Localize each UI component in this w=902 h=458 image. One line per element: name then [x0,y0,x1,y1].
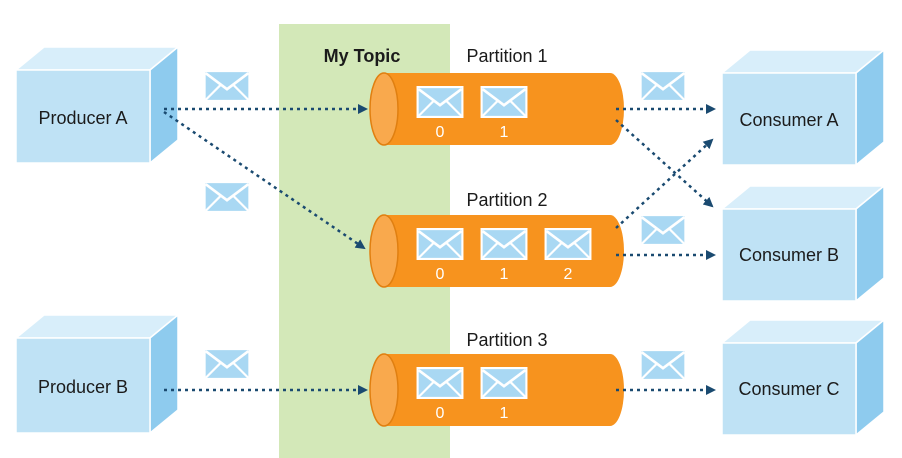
arrow-partition-1-to-consumer-b [615,119,714,208]
partition-2-offset-1: 1 [500,266,509,283]
partition-1-offset-0: 0 [436,124,445,141]
producer-b-box: Producer B [13,313,181,435]
arrow-producer-a-to-partition-2 [163,110,366,250]
message-envelope-icon [416,228,464,260]
topic-title: My Topic [324,46,401,66]
partition-3: Partition 3 0 1 [369,330,624,427]
message-envelope-icon [639,349,687,381]
partition-3-label: Partition 3 [466,330,547,350]
message-envelope-icon [416,86,464,118]
consumer-a-box: Consumer A [719,48,887,167]
partition-2-offset-0: 0 [436,266,445,283]
producer-b-label: Producer B [38,377,128,397]
arrow-partition-2-to-consumer-a [615,138,714,229]
consumer-c-label: Consumer C [738,379,839,399]
message-envelope-icon [480,86,528,118]
consumer-b-label: Consumer B [739,245,839,265]
message-envelope-icon [203,70,251,102]
message-envelope-icon [416,367,464,399]
partition-3-offset-0: 0 [436,405,445,422]
partition-2: Partition 2 0 1 2 [369,190,624,288]
message-envelope-icon [480,228,528,260]
message-envelope-icon [203,181,251,213]
producer-a-label: Producer A [38,108,127,128]
partition-1-label: Partition 1 [466,46,547,66]
partition-2-offset-2: 2 [564,266,573,283]
message-envelope-icon [203,348,251,380]
message-envelope-icon [480,367,528,399]
consumer-a-label: Consumer A [739,110,838,130]
consumer-c-box: Consumer C [719,318,887,437]
producer-a-box: Producer A [13,45,181,165]
partition-1: Partition 1 0 1 [369,46,624,146]
message-envelope-icon [639,70,687,102]
partition-2-label: Partition 2 [466,190,547,210]
consumer-b-box: Consumer B [719,184,887,303]
partition-1-offset-1: 1 [500,124,509,141]
message-envelope-icon [544,228,592,260]
partition-3-offset-1: 1 [500,405,509,422]
message-envelope-icon [639,214,687,246]
